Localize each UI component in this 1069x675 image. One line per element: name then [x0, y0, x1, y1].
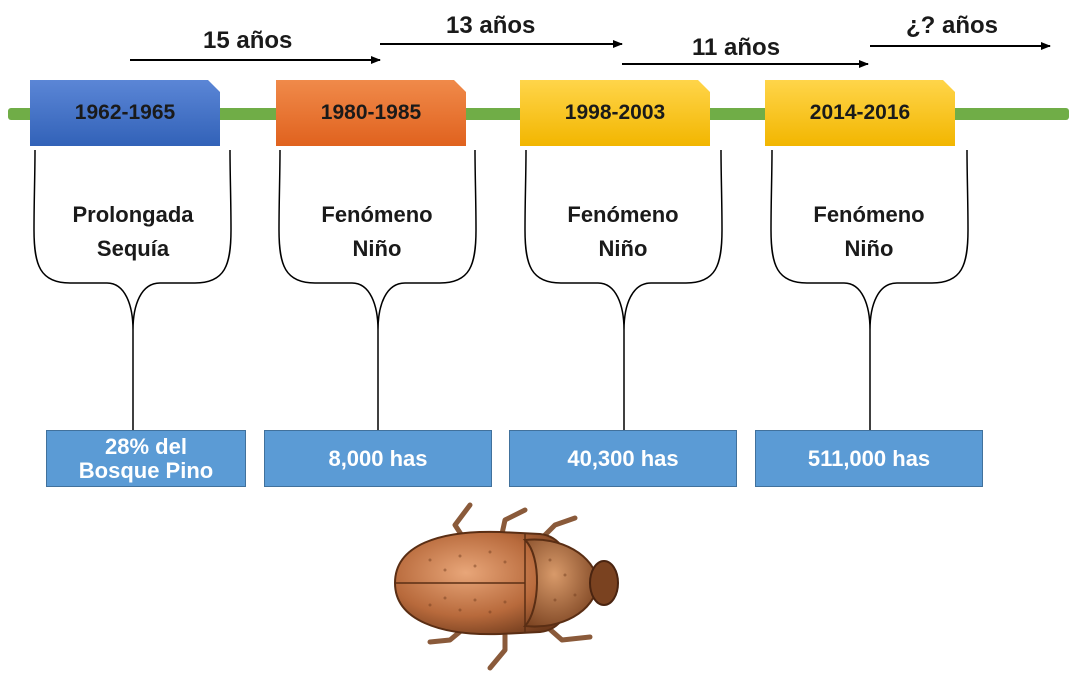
period-box: 2014-2016 — [765, 80, 955, 146]
period-box: 1962-1965 — [30, 80, 220, 146]
interval-label: 15 años — [203, 27, 293, 54]
event-line: Fenómeno — [813, 202, 925, 227]
event-label: Prolongada Sequía — [53, 198, 213, 266]
period-label: 1998-2003 — [564, 101, 666, 124]
event-brace — [33, 149, 232, 430]
event-label: Fenómeno Niño — [789, 198, 949, 266]
bark-beetle-icon — [393, 502, 619, 671]
area-line: 511,000 has — [807, 445, 931, 471]
event-label: Fenómeno Niño — [543, 198, 703, 266]
interval-label: ¿? años — [906, 12, 999, 39]
period-label: 1980-1985 — [320, 101, 422, 124]
area-box: 511,000 has — [755, 430, 983, 487]
period-box: 1980-1985 — [276, 80, 466, 146]
event-label: Fenómeno Niño — [297, 198, 457, 266]
event-line: Fenómeno — [567, 202, 679, 227]
event-brace — [278, 149, 477, 430]
event-line: Niño — [844, 236, 894, 261]
area-line: 40,300 has — [567, 445, 679, 471]
area-line: 8,000 has — [328, 445, 428, 471]
event-line: Fenómeno — [321, 202, 433, 227]
area-box: 8,000 has — [264, 430, 492, 487]
period-label: 1962-1965 — [74, 101, 176, 124]
interval-label: 13 años — [446, 12, 536, 39]
event-line: Prolongada — [72, 202, 194, 227]
event-line: Niño — [352, 236, 402, 261]
event-brace — [524, 149, 723, 430]
interval-label: 11 años — [692, 34, 781, 61]
event-line: Niño — [598, 236, 648, 261]
area-line: Bosque Pino — [78, 457, 214, 483]
area-line: 28% del — [105, 433, 187, 459]
period-box: 1998-2003 — [520, 80, 710, 146]
area-box: 28% del Bosque Pino — [46, 430, 246, 487]
period-label: 2014-2016 — [809, 101, 911, 124]
area-box: 40,300 has — [509, 430, 737, 487]
event-line: Sequía — [96, 236, 170, 261]
event-brace — [770, 149, 969, 430]
